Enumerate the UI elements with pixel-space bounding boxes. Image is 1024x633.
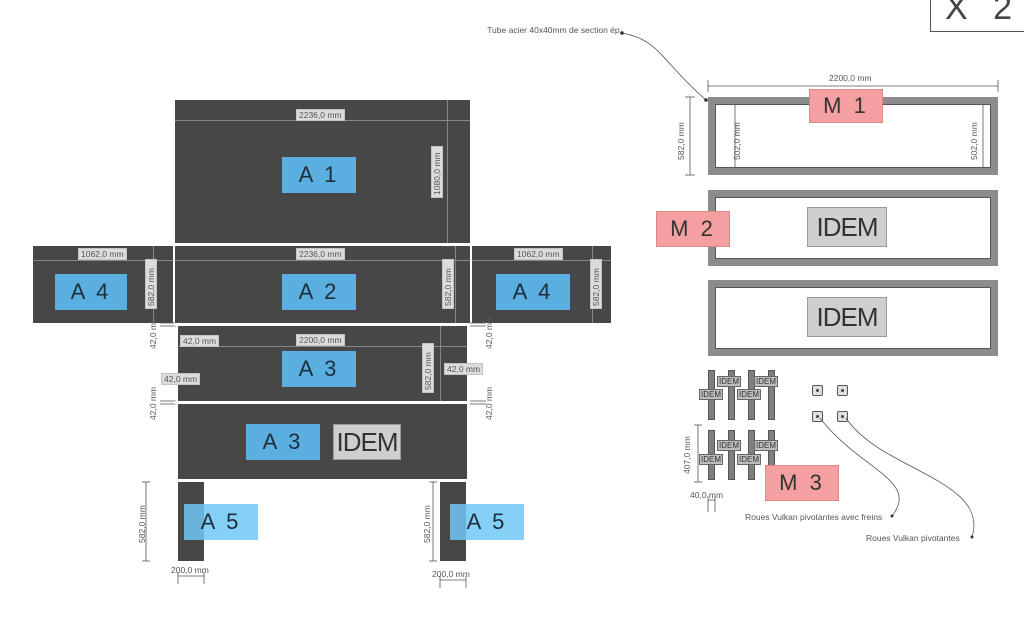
a5-left-label: A 5 [184, 504, 258, 540]
panel-a3-bottom [178, 404, 467, 479]
a3-notch-dimension-top: 42,0 mm [180, 335, 220, 347]
wheel-icon [812, 385, 823, 396]
m1-label: M 1 [809, 89, 883, 123]
a3-top-label: A 3 [282, 351, 356, 387]
a5-right-width-dimension: 200,0 mm [432, 569, 470, 579]
m3-idem-8: IDEM [737, 454, 761, 465]
m3-leg-2 [728, 370, 735, 420]
m3-idem-4: IDEM [737, 389, 761, 400]
m2-copy-idem: IDEM [807, 297, 887, 337]
m3-idem-5: IDEM [717, 440, 741, 451]
m3-idem-3: IDEM [699, 389, 723, 400]
m3-width-dimension: 40,0 mm [690, 490, 724, 500]
m2-label: M 2 [656, 211, 730, 247]
m3-idem-1: IDEM [717, 376, 741, 387]
a5-right-label: A 5 [450, 504, 524, 540]
a1-width-dimension: 2236,0 mm [296, 109, 345, 121]
sheet-title: X 2 [930, 0, 1024, 32]
a3-width-dimension: 2200,0 mm [296, 334, 345, 346]
tube-note: Tube acier 40x40mm de section ép. [487, 25, 622, 35]
a3-notch-dimension-right: 42,0 mm [444, 363, 484, 375]
a4-right-width-dimension: 1062,0 mm [514, 248, 563, 260]
m3-idem-2: IDEM [754, 376, 778, 387]
wheel-brake-icon [812, 411, 823, 422]
wheel-icon [837, 411, 848, 422]
m3-idem-6: IDEM [754, 440, 778, 451]
frame-m2-copy [708, 280, 998, 356]
m3-idem-7: IDEM [699, 454, 723, 465]
a4-left-label: A 4 [55, 274, 127, 310]
a1-label: A 1 [282, 157, 356, 193]
wheels-note: Roues Vulkan pivotantes [866, 533, 960, 543]
a3-notch-dimension-bottom: 42,0 mm [161, 373, 201, 385]
a3-bottom-idem: IDEM [333, 424, 401, 460]
a4-right-label: A 4 [496, 274, 570, 310]
m3-leg-6 [728, 430, 735, 480]
m3-label: M 3 [765, 465, 839, 501]
m3-leg-4 [768, 370, 775, 420]
m2-idem: IDEM [807, 207, 887, 247]
wheel-icon [837, 385, 848, 396]
m1-width-dimension: 2200,0 mm [829, 73, 872, 83]
a4-left-width-dimension: 1062,0 mm [78, 248, 127, 260]
a5-left-width-dimension: 200,0 mm [171, 565, 209, 575]
a2-width-dimension: 2236,0 mm [296, 248, 345, 260]
a2-label: A 2 [282, 274, 356, 310]
wheels-brake-note: Roues Vulkan pivotantes avec freins [745, 512, 883, 522]
a3-bottom-label: A 3 [246, 424, 320, 460]
